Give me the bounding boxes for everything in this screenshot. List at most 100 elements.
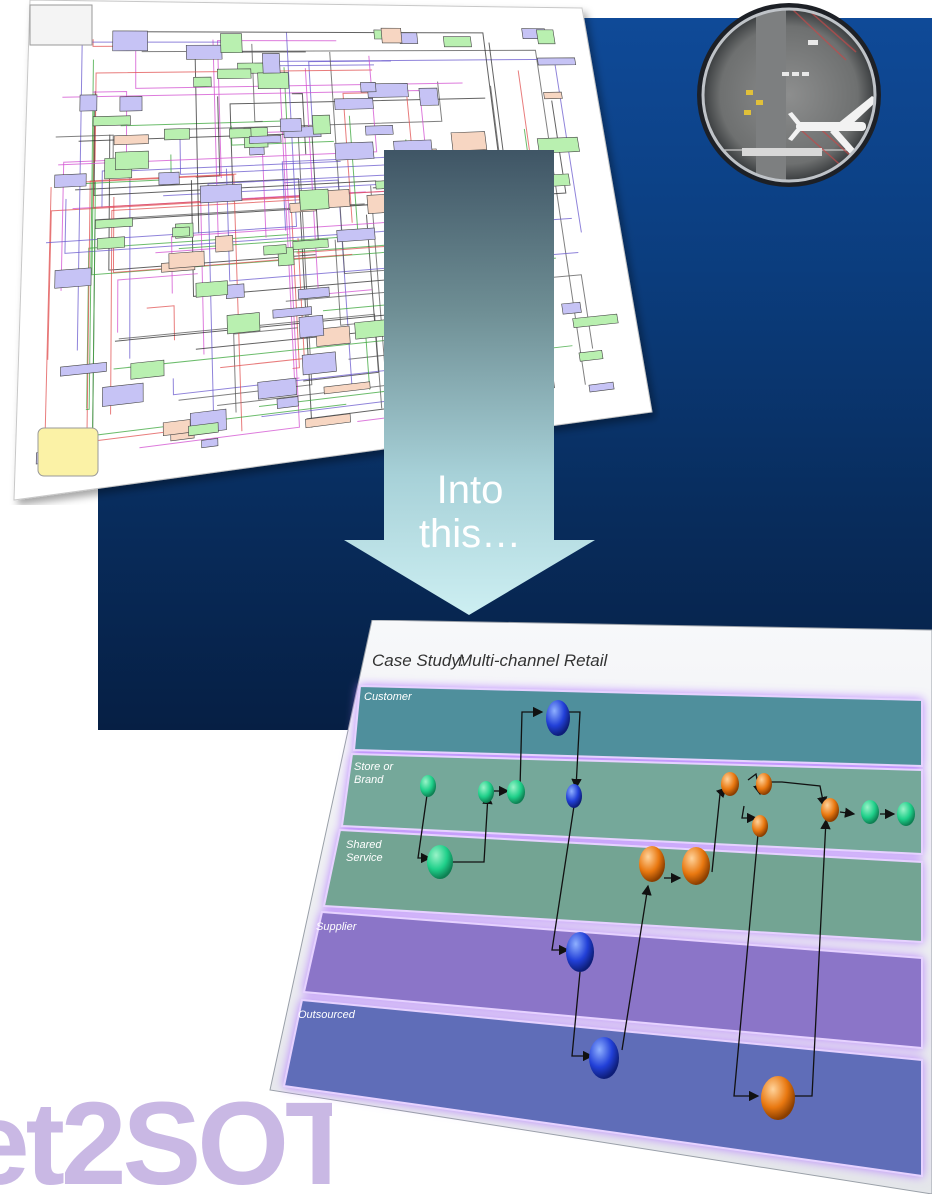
case-study-title-prefix: Case Study:: [372, 651, 465, 670]
process-node-orange: [752, 815, 768, 837]
diagram-box: [201, 438, 219, 449]
connector: [621, 884, 652, 1051]
transformation-arrow: Into this…: [340, 150, 600, 620]
diagram-box: [54, 173, 87, 188]
lane-label-store-line1: Store or: [354, 761, 394, 773]
diagram-box: [164, 128, 190, 141]
diagram-connector-line: [188, 81, 443, 130]
connector: [448, 793, 493, 863]
legend-box: [29, 4, 93, 46]
diagram-box: [334, 97, 374, 110]
diagram-box: [380, 27, 403, 44]
diagram-box: [299, 188, 330, 211]
diagram-connector-line: [216, 40, 337, 178]
diagram-box: [279, 118, 303, 133]
process-node-blue: [546, 700, 570, 736]
diagram-box: [272, 306, 313, 319]
diagram-connector-line: [118, 313, 383, 409]
diagram-box: [263, 244, 287, 256]
diagram-connector-line: [146, 305, 175, 341]
diagram-box: [336, 227, 376, 243]
diagram-connector-line: [141, 49, 586, 385]
diagram-connector-line: [117, 273, 198, 333]
diagram-box: [95, 217, 133, 229]
diagram-box: [195, 280, 229, 298]
process-node-blue: [566, 932, 594, 972]
lane-label-customer: Customer: [364, 691, 413, 703]
logo-text: et2SOT: [0, 1080, 332, 1194]
airport-aerial-porthole: [697, 3, 881, 187]
process-node-orange: [639, 846, 665, 882]
diagram-box: [450, 131, 488, 152]
case-study-title: Multi-channel Retail: [458, 651, 609, 670]
diagram-box: [298, 314, 325, 339]
diagram-connector-line: [207, 174, 387, 423]
down-arrow-icon: [344, 150, 595, 615]
diagram-box: [54, 267, 92, 289]
connector: [551, 805, 575, 956]
process-node-orange: [821, 798, 839, 822]
diagram-connector-line: [229, 97, 486, 202]
case-study-swimlane-diagram: Case Study: Multi-channel Retail Custome…: [269, 620, 932, 1194]
lane-label-shared-line2: Service: [346, 852, 383, 864]
diagram-box: [79, 94, 98, 112]
process-node-green: [478, 781, 494, 803]
process-node-green: [420, 775, 436, 797]
diagram-box: [220, 33, 243, 54]
diagram-box: [249, 135, 282, 144]
diagram-box: [535, 29, 556, 45]
process-node-green: [897, 802, 915, 826]
diagram-connector-line: [172, 366, 421, 396]
diagram-box: [199, 183, 243, 204]
connector: [733, 833, 760, 1102]
diagram-box: [193, 76, 212, 88]
diagram-connector-line: [45, 32, 298, 244]
diagram-box: [366, 82, 409, 98]
diagram-box: [112, 30, 148, 52]
diagram-connector-line: [171, 217, 447, 294]
lane-customer: [352, 684, 923, 768]
diagram-box: [578, 350, 604, 362]
diagram-box: [297, 286, 330, 300]
diagram-box: [216, 68, 252, 80]
diagram-box: [188, 422, 219, 437]
diagram-box: [334, 141, 375, 161]
diagram-connector-line: [92, 120, 482, 208]
lane-label-outsourced: Outsourced: [298, 1009, 356, 1021]
diagram-box: [158, 171, 180, 186]
diagram-box: [364, 125, 394, 136]
lane-supplier: [302, 910, 923, 1050]
diagram-connector-line: [86, 173, 237, 429]
diagram-box: [226, 312, 261, 335]
diagram-box: [185, 44, 223, 60]
diagram-box: [536, 57, 577, 66]
diagram-box: [225, 283, 245, 299]
diagram-connector-line: [233, 327, 298, 413]
connector: [417, 787, 432, 864]
connector: [762, 781, 828, 808]
diagram-box: [96, 236, 125, 250]
diagram-connector-line: [74, 174, 243, 432]
process-node-blue: [566, 784, 582, 808]
diagram-box: [130, 359, 165, 380]
diagram-box: [572, 313, 619, 328]
process-node-orange: [682, 847, 710, 885]
arrow-caption-line2: this…: [418, 512, 522, 556]
process-node-orange: [721, 772, 739, 796]
diagram-connector-line: [190, 180, 444, 297]
diagram-box: [536, 136, 580, 154]
process-node-blue: [589, 1037, 619, 1079]
diagram-connector-line: [75, 178, 313, 428]
diagram-box: [262, 53, 281, 74]
lane-label-supplier: Supplier: [316, 921, 358, 933]
connector: [839, 807, 856, 818]
lane-label-store-line2: Brand: [354, 774, 384, 786]
diagram-connector-line: [85, 59, 94, 411]
diagram-box: [311, 114, 332, 135]
process-node-orange: [761, 1076, 795, 1120]
diagram-box: [561, 301, 582, 315]
diagram-box: [215, 235, 234, 253]
diagram-box: [115, 150, 149, 171]
diagram-box: [323, 381, 371, 395]
lane-store-or-brand: [340, 752, 923, 856]
